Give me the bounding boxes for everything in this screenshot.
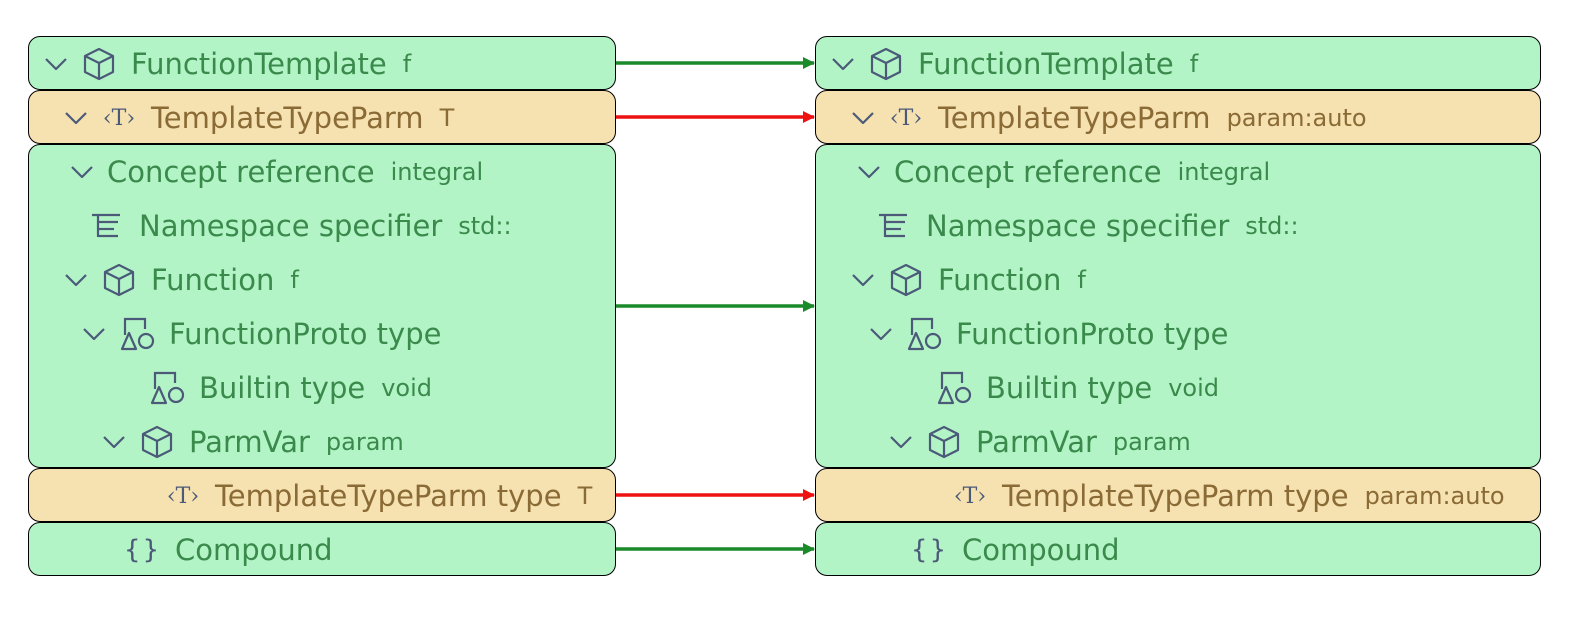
tree-node-row[interactable]: ‹T› TemplateTypeParm param:auto — [850, 91, 1367, 145]
node-kind-label: Compound — [175, 533, 333, 567]
tree-node-row[interactable]: Builtin type void — [149, 361, 432, 415]
cube-icon — [888, 253, 924, 307]
cube-icon — [926, 415, 962, 469]
tree-node-row[interactable]: ParmVar param — [101, 415, 404, 469]
node-detail-label: T — [439, 104, 455, 132]
node-detail-label: std:: — [1245, 212, 1299, 240]
tree-node-row[interactable]: Function f — [63, 253, 299, 307]
right-node-group-changed: ‹T› TemplateTypeParm param:auto — [815, 90, 1541, 144]
node-detail-label: param — [325, 428, 404, 456]
node-detail-label: integral — [390, 158, 484, 186]
node-kind-label: TemplateTypeParm — [938, 101, 1211, 135]
template-param-icon: ‹T› — [953, 483, 987, 509]
chevron-down-icon[interactable] — [830, 37, 856, 91]
node-kind-label: Concept reference — [107, 155, 375, 189]
node-detail-label: f — [1189, 50, 1199, 78]
tree-node-row[interactable]: Concept reference integral — [856, 145, 1270, 199]
tree-node-row[interactable]: ‹T› TemplateTypeParm type T — [165, 469, 592, 523]
node-kind-label: TemplateTypeParm type — [215, 479, 562, 513]
node-kind-label: Function — [938, 263, 1062, 297]
node-kind-label: TemplateTypeParm — [151, 101, 424, 135]
node-kind-label: Concept reference — [894, 155, 1162, 189]
node-detail-label: void — [381, 374, 432, 402]
chevron-down-icon[interactable] — [856, 145, 882, 199]
chevron-down-icon[interactable] — [888, 415, 914, 469]
left-node-group-unchanged: FunctionTemplate f — [28, 36, 616, 90]
node-kind-label: FunctionProto type — [169, 317, 442, 351]
cube-icon — [101, 253, 137, 307]
tree-node-row[interactable]: ParmVar param — [888, 415, 1191, 469]
node-detail-label: f — [290, 266, 299, 294]
chevron-down-icon[interactable] — [850, 253, 876, 307]
right-node-group-changed: ‹T› TemplateTypeParm type param:auto — [815, 468, 1541, 522]
left-node-group-unchanged: {} Compound — [28, 522, 616, 576]
node-kind-label: Function — [151, 263, 275, 297]
node-detail-label: param:auto — [1364, 482, 1505, 510]
tree-node-row[interactable]: FunctionProto type — [81, 307, 441, 361]
node-detail-label: T — [577, 482, 593, 510]
right-ast-tree: FunctionTemplate f ‹T› TemplateTypeParm para… — [815, 36, 1541, 584]
node-detail-label: f — [402, 50, 412, 78]
node-kind-label: Builtin type — [986, 371, 1153, 405]
template-param-icon: ‹T› — [102, 105, 136, 131]
tree-node-row[interactable]: FunctionTemplate f — [830, 37, 1198, 91]
left-node-group-changed: ‹T› TemplateTypeParm type T — [28, 468, 616, 522]
node-kind-label: FunctionTemplate — [918, 47, 1174, 81]
cube-icon — [81, 37, 117, 91]
node-kind-label: ParmVar — [189, 425, 310, 459]
namespace-icon — [89, 199, 125, 253]
tree-node-row[interactable]: FunctionProto type — [868, 307, 1228, 361]
chevron-down-icon[interactable] — [81, 307, 107, 361]
tree-node-row[interactable]: FunctionTemplate f — [43, 37, 411, 91]
left-node-group-changed: ‹T› TemplateTypeParm T — [28, 90, 616, 144]
chevron-down-icon[interactable] — [69, 145, 95, 199]
node-kind-label: Namespace specifier — [926, 209, 1230, 243]
cube-icon — [868, 37, 904, 91]
tree-node-row[interactable]: Namespace specifier std:: — [876, 199, 1299, 253]
type-shapes-icon — [936, 361, 972, 415]
node-detail-label: void — [1168, 374, 1219, 402]
chevron-down-icon[interactable] — [850, 91, 876, 145]
cube-icon — [139, 415, 175, 469]
template-param-icon: ‹T› — [166, 483, 200, 509]
right-node-group-unchanged: FunctionTemplate f — [815, 36, 1541, 90]
node-kind-label: Namespace specifier — [139, 209, 443, 243]
tree-node-row[interactable]: {} Compound — [124, 523, 333, 577]
node-kind-label: ParmVar — [976, 425, 1097, 459]
tree-node-row[interactable]: {} Compound — [911, 523, 1120, 577]
chevron-down-icon[interactable] — [868, 307, 894, 361]
tree-node-row[interactable]: Concept reference integral — [69, 145, 483, 199]
node-kind-label: FunctionProto type — [956, 317, 1229, 351]
chevron-down-icon[interactable] — [63, 253, 89, 307]
node-kind-label: Compound — [962, 533, 1120, 567]
tree-node-row[interactable]: ‹T› TemplateTypeParm type param:auto — [952, 469, 1505, 523]
template-param-icon: ‹T› — [889, 105, 923, 131]
namespace-icon — [876, 199, 912, 253]
braces-icon: {} — [124, 535, 162, 565]
braces-icon: {} — [911, 535, 949, 565]
type-shapes-icon — [119, 307, 155, 361]
right-node-group-unchanged: {} Compound — [815, 522, 1541, 576]
type-shapes-icon — [149, 361, 185, 415]
tree-node-row[interactable]: ‹T› TemplateTypeParm T — [63, 91, 454, 145]
node-detail-label: integral — [1177, 158, 1271, 186]
tree-node-row[interactable]: Function f — [850, 253, 1086, 307]
node-kind-label: Builtin type — [199, 371, 366, 405]
node-detail-label: param:auto — [1226, 104, 1367, 132]
node-kind-label: TemplateTypeParm type — [1002, 479, 1349, 513]
node-detail-label: param — [1112, 428, 1191, 456]
node-detail-label: std:: — [458, 212, 512, 240]
chevron-down-icon[interactable] — [63, 91, 89, 145]
tree-node-row[interactable]: Namespace specifier std:: — [89, 199, 512, 253]
chevron-down-icon[interactable] — [101, 415, 127, 469]
chevron-down-icon[interactable] — [43, 37, 69, 91]
node-kind-label: FunctionTemplate — [131, 47, 387, 81]
node-detail-label: f — [1077, 266, 1086, 294]
type-shapes-icon — [906, 307, 942, 361]
tree-node-row[interactable]: Builtin type void — [936, 361, 1219, 415]
